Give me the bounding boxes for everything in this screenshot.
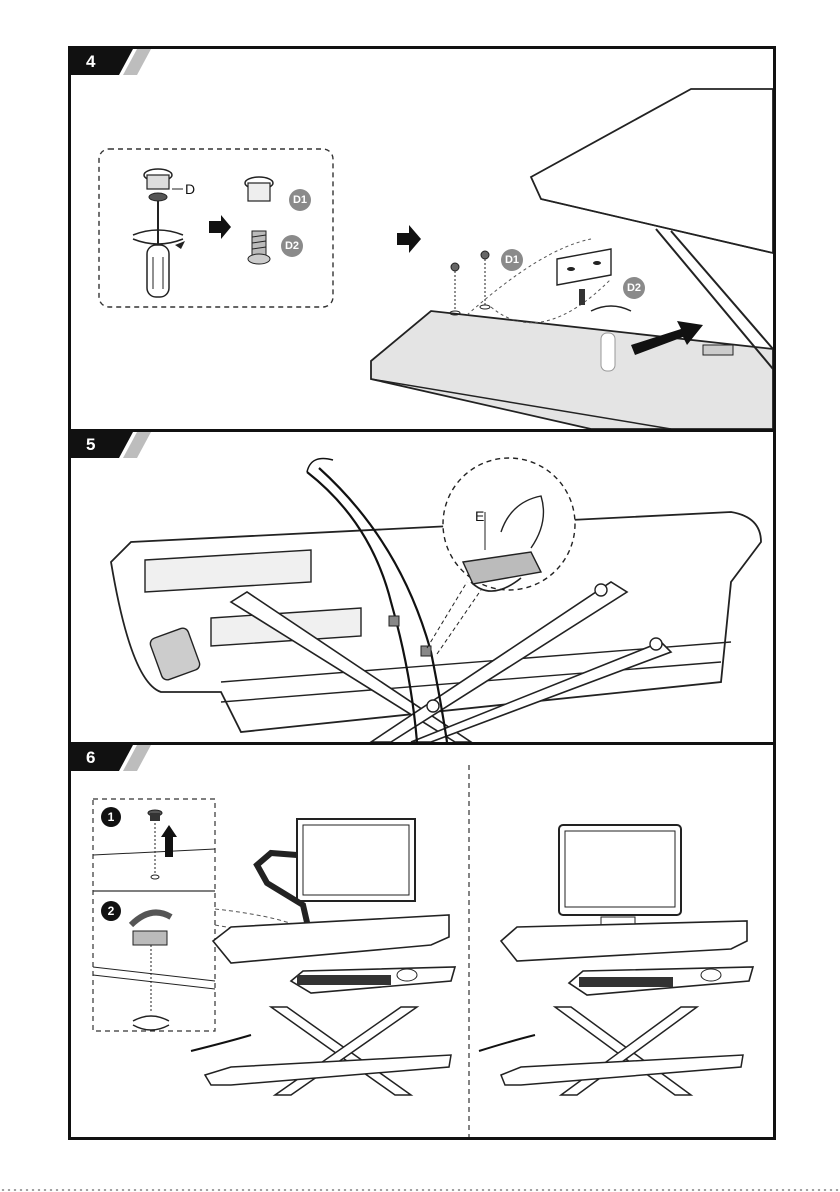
- part-d1-badge: D1: [289, 189, 311, 211]
- step-4-panel: 4: [71, 49, 773, 429]
- part-e-label: E: [475, 508, 484, 524]
- step-6-panel: 6: [71, 745, 773, 1137]
- manual-frame: 4: [68, 46, 776, 1140]
- step-5-illustration: [71, 432, 773, 742]
- footer-dotted-line: [0, 1188, 840, 1192]
- part-d2-badge-detail: D2: [281, 235, 303, 257]
- sub-step-1-badge: 1: [101, 807, 121, 827]
- sub-step-2-badge: 2: [101, 901, 121, 921]
- step-4-illustration: [71, 49, 773, 429]
- part-d-label: D: [185, 181, 195, 197]
- part-d2-badge-desk: D2: [623, 277, 645, 299]
- step-5-panel: 5: [71, 432, 773, 742]
- step-6-illustration: [71, 745, 773, 1137]
- part-d1-badge-desk: D1: [501, 249, 523, 271]
